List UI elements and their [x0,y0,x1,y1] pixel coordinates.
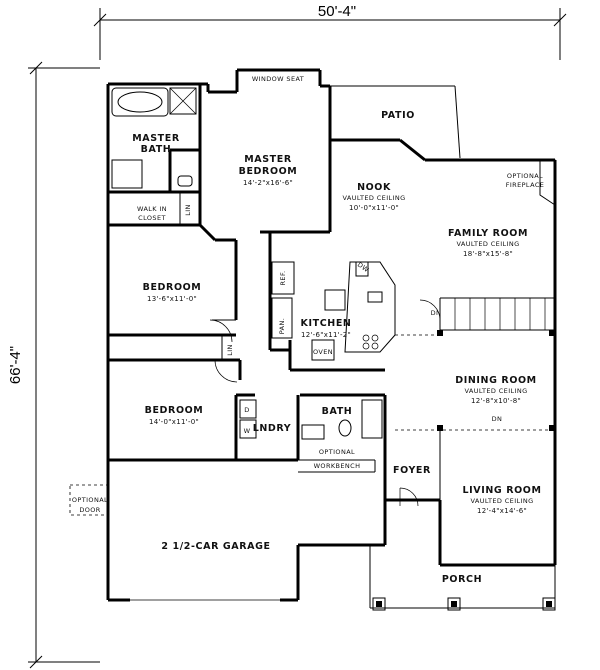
optional-door-label-2: DOOR [79,506,100,514]
dining-room-note: VAULTED CEILING [464,387,527,395]
depth-dimension-line [28,61,100,669]
window-seat-label: WINDOW SEAT [252,75,304,83]
laundry-label: LNDRY [253,423,292,434]
bedroom-3-label: BEDROOM [145,405,204,416]
optional-door-label-1: OPTIONAL [72,496,108,504]
kitchen-label: KITCHEN [301,318,352,329]
living-room-label: LIVING ROOM [462,485,541,496]
family-room-note: VAULTED CEILING [456,240,519,248]
interior-walls [108,84,556,507]
stair-down-label-1: DN [431,309,442,317]
master-bath-label-2: BATH [141,144,172,155]
optional-door-outline [69,484,109,516]
master-bath-label-1: MASTER [132,133,180,144]
garage-label: 2 1/2-CAR GARAGE [161,541,270,552]
optional-workbench-label-1: OPTIONAL [319,448,355,456]
walk-in-closet-label-1: WALK IN [137,205,167,213]
walk-in-closet-label-2: CLOSET [138,214,166,222]
washer-label: W [244,427,251,435]
optional-workbench-label-2: WORKBENCH [314,462,361,470]
nook-label: NOOK [357,182,391,193]
nook-note: VAULTED CEILING [342,194,405,202]
master-bedroom-label-1: MASTER [244,154,292,165]
patio-label: PATIO [381,110,415,121]
dryer-label: D [244,406,249,414]
kitchen-size: 12'-6"x11'-2" [301,331,351,339]
dining-room-label: DINING ROOM [455,375,536,386]
master-bedroom-size: 14'-2"x16'-6" [243,179,293,187]
living-room-size: 12'-4"x14'-6" [477,507,527,515]
patio-outline [330,85,461,159]
bedroom-2-label: BEDROOM [143,282,202,293]
bedroom-3-size: 14'-0"x11'-0" [149,418,199,426]
living-room-note: VAULTED CEILING [470,497,533,505]
porch-label: PORCH [442,574,482,585]
optional-fireplace-label-1: OPTIONAL [507,172,543,180]
family-room-label: FAMILY ROOM [448,228,528,239]
bath-label: BATH [322,406,353,417]
linen-closet-label-2: LIN [226,344,234,356]
depth-dimension: 66'-4" [7,346,24,384]
stair-down-label-2: DN [492,415,503,423]
bedroom-2-size: 13'-6"x11'-0" [147,295,197,303]
width-dimension-line [93,8,567,60]
linen-closet-label-1: LIN [184,204,192,216]
width-dimension: 50'-4" [318,3,356,20]
optional-fireplace-label-2: FIREPLACE [506,181,545,189]
master-bedroom-label-2: BEDROOM [239,166,298,177]
dining-room-size: 12'-8"x10'-8" [471,397,521,405]
nook-size: 10'-0"x11'-0" [349,204,399,212]
foyer-label: FOYER [393,465,431,476]
porch-outline [369,545,556,611]
family-room-size: 18'-8"x15'-8" [463,250,513,258]
refrigerator-label: REF. [279,271,287,286]
pantry-label: PAN. [278,318,286,334]
oven-label: OVEN [313,348,333,356]
